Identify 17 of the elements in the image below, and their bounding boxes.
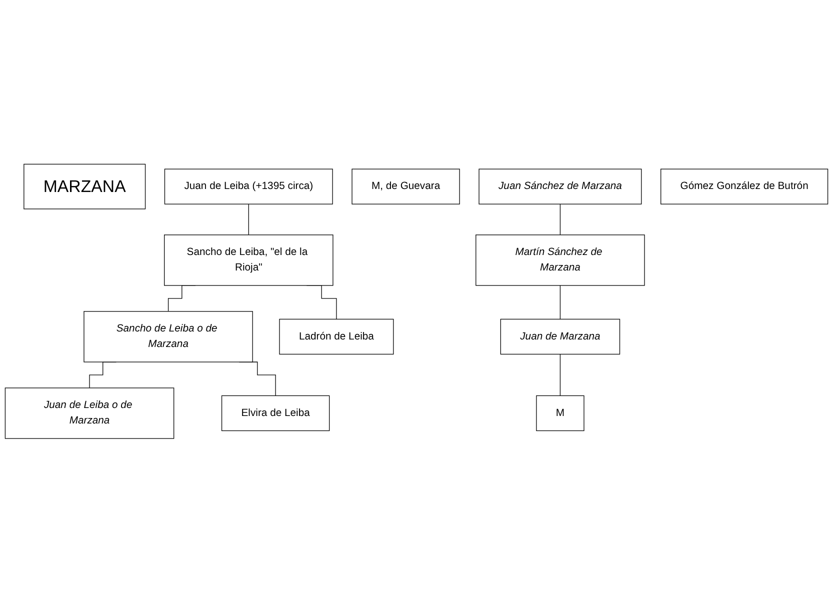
node-box: Sancho de Leiba, "el de la Rioja" (164, 234, 334, 286)
connector (560, 204, 561, 236)
connector (248, 204, 249, 236)
node-box: M, de Guevara (352, 168, 460, 205)
node-box: MARZANA (24, 164, 146, 210)
node-box: Juan de Leiba o de Marzana (4, 388, 174, 439)
connector (560, 354, 561, 396)
node-box: Juan Sánchez de Marzana (478, 168, 642, 205)
node-box: M (536, 396, 584, 432)
node-box: Juan de Marzana (500, 319, 620, 355)
connector (560, 285, 561, 320)
node-box: Juan de Leiba (+1395 circa) (164, 168, 333, 205)
node-box: Sancho de Leiba o de Marzana (84, 311, 253, 362)
node-box: Elvira de Leiba (221, 396, 330, 432)
node-box: Gómez González de Butrón (660, 168, 828, 205)
node-box: Ladrón de Leiba (279, 319, 394, 355)
node-box: Martín Sánchez de Marzana (476, 234, 645, 286)
